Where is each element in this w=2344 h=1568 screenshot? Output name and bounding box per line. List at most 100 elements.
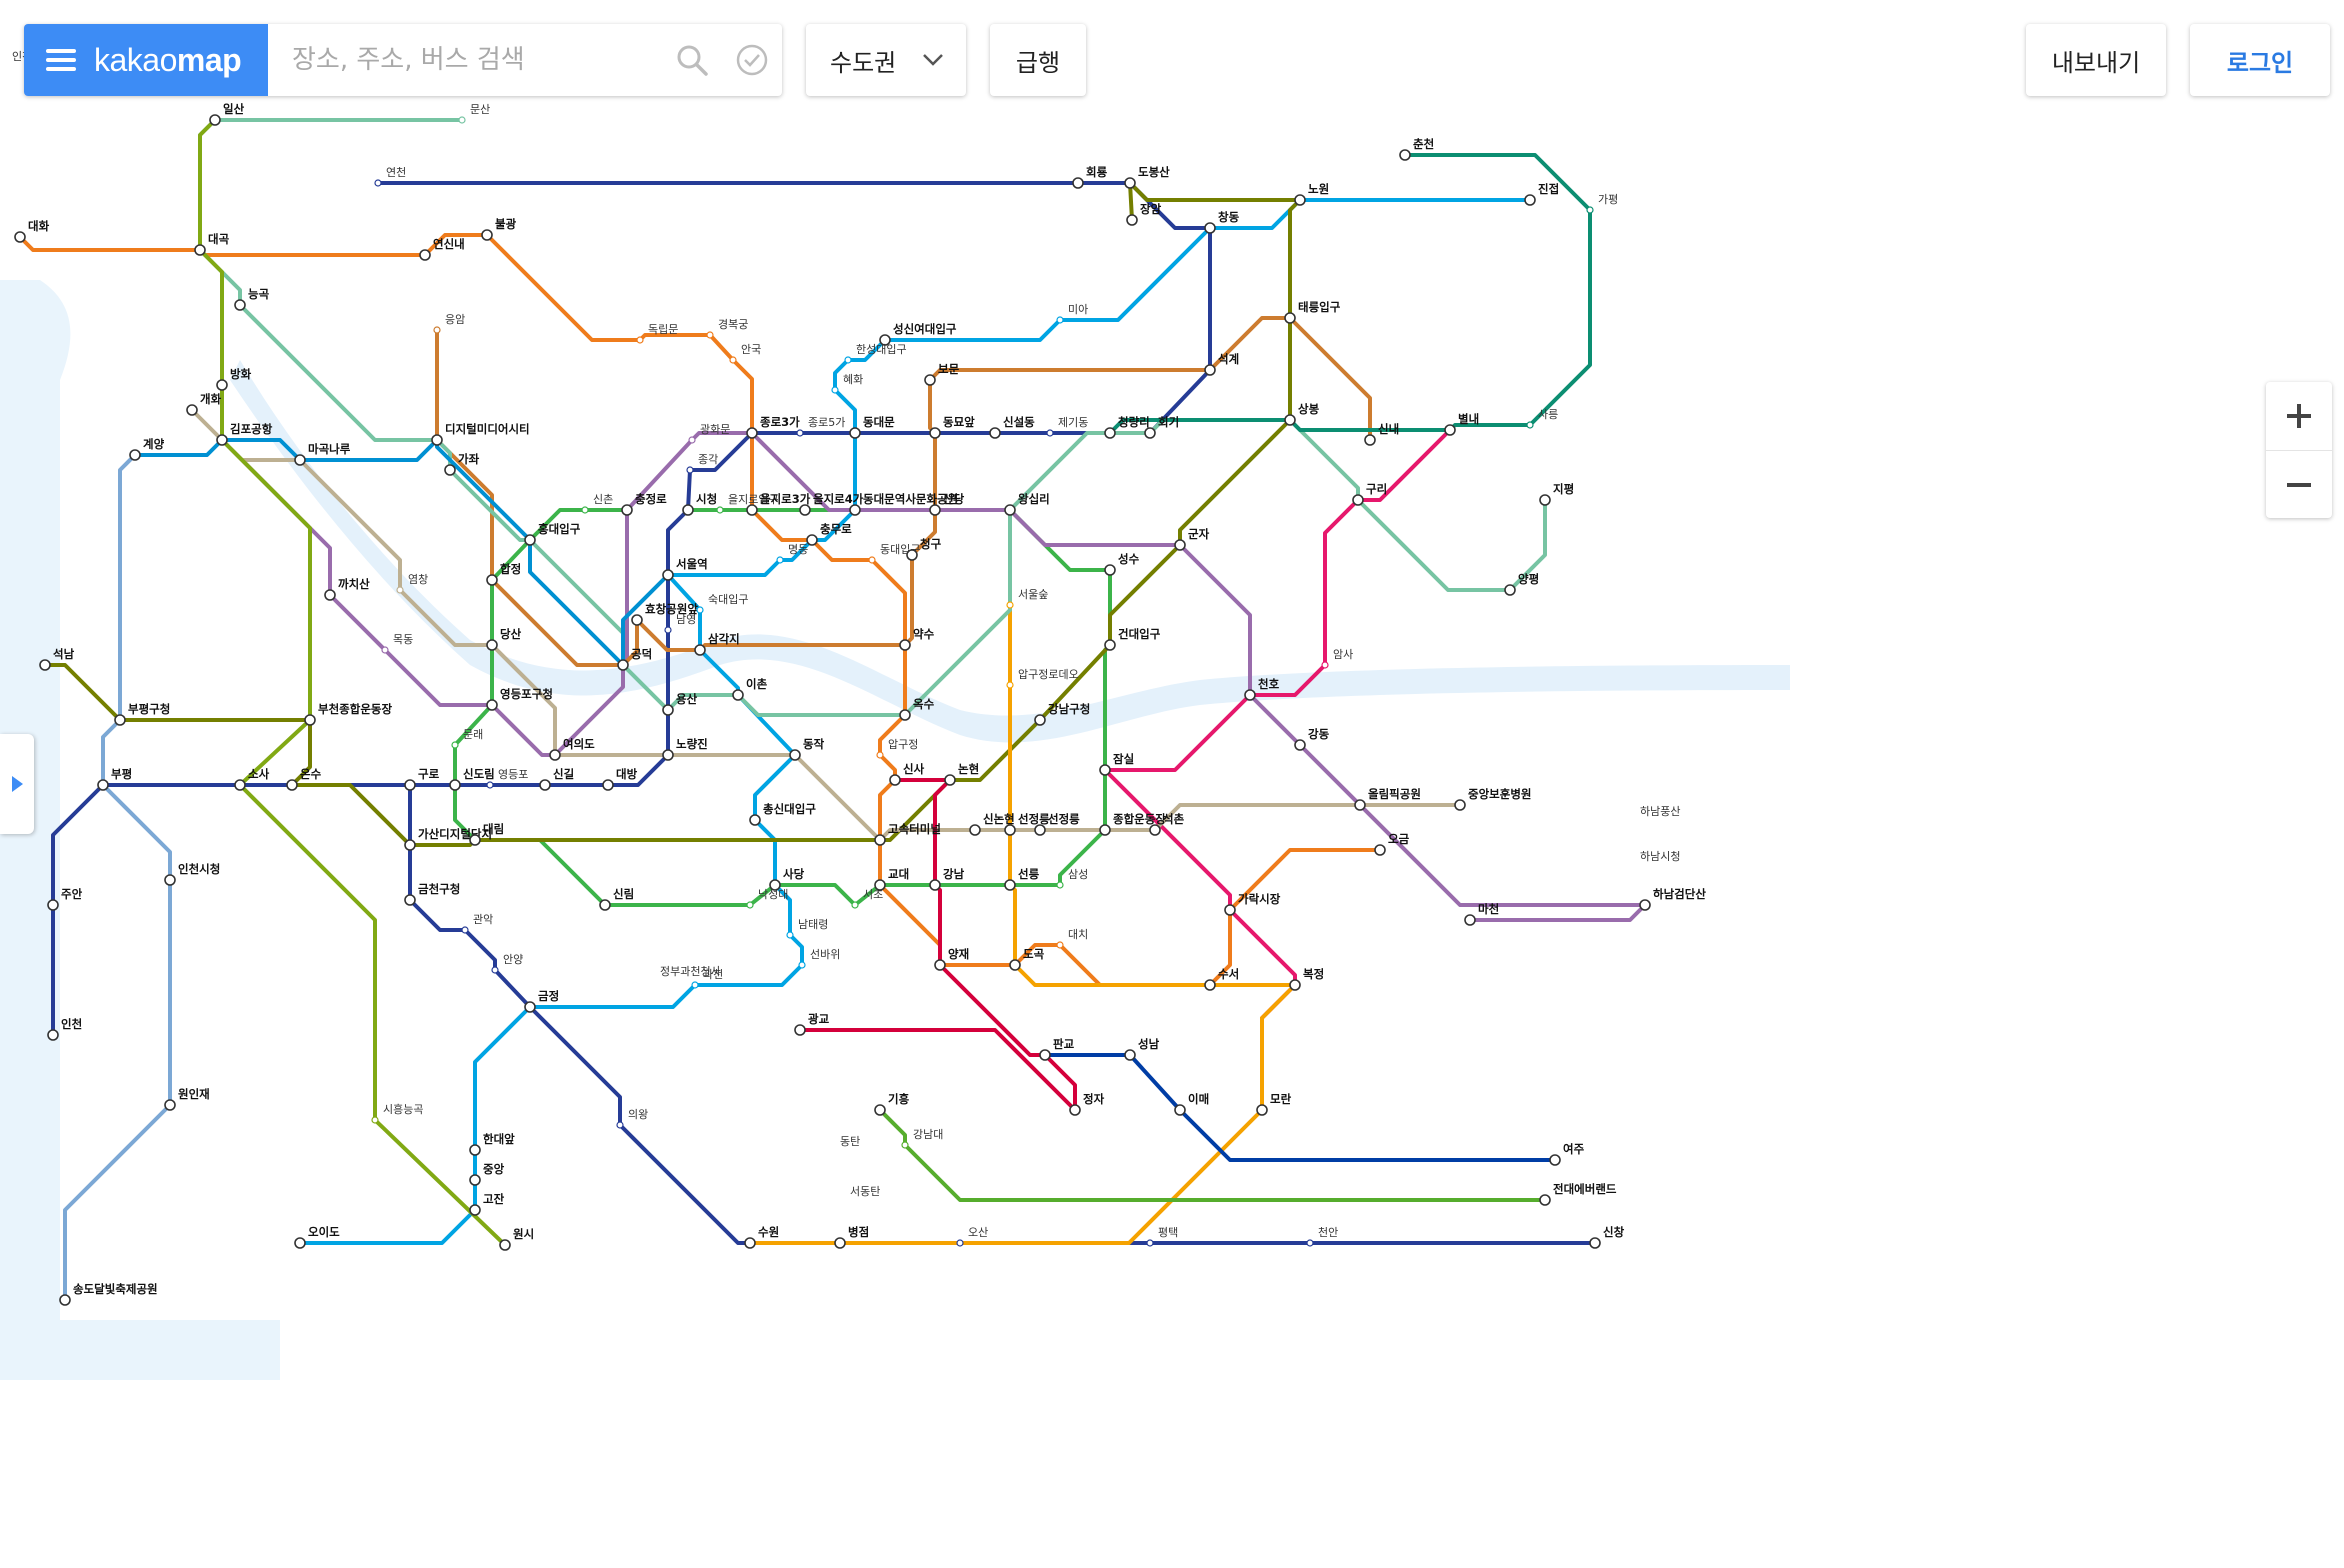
- station-경복궁[interactable]: 경복궁: [706, 318, 748, 339]
- station-marker[interactable]: [39, 659, 51, 671]
- station-label[interactable]: 시흥능곡: [383, 1102, 423, 1116]
- station-marker[interactable]: [989, 427, 1001, 439]
- station-label[interactable]: 창동: [1218, 210, 1240, 224]
- station-건대입구[interactable]: 건대입구: [1104, 627, 1161, 651]
- station-marker[interactable]: [868, 556, 876, 564]
- station-label[interactable]: 홍대입구: [538, 522, 581, 536]
- station-marker[interactable]: [234, 299, 246, 311]
- station-marker[interactable]: [1539, 494, 1551, 506]
- station-label[interactable]: 군자: [1188, 527, 1210, 541]
- station-label[interactable]: 삼각지: [708, 632, 740, 646]
- station-label[interactable]: 송도달빛축제공원: [73, 1282, 158, 1296]
- station-marker[interactable]: [216, 379, 228, 391]
- station-marker[interactable]: [294, 1237, 306, 1249]
- station-label[interactable]: 신설동: [1003, 415, 1035, 429]
- station-label[interactable]: 성수: [1118, 552, 1140, 566]
- station-까치산[interactable]: 까치산: [324, 577, 370, 601]
- station-홍대입구[interactable]: 홍대입구: [524, 522, 581, 546]
- station-올림픽공원[interactable]: 올림픽공원: [1354, 787, 1421, 811]
- station-marker[interactable]: [1149, 824, 1161, 836]
- station-label[interactable]: 수서: [1218, 967, 1239, 981]
- station-시청[interactable]: 시청: [682, 492, 717, 516]
- station-marker[interactable]: [889, 774, 901, 786]
- station-label[interactable]: 선바위: [810, 948, 840, 961]
- station-marker[interactable]: [524, 1001, 536, 1013]
- station-이매[interactable]: 이매: [1174, 1092, 1209, 1116]
- station-marker[interactable]: [381, 646, 389, 654]
- station-상봉[interactable]: 상봉: [1284, 402, 1320, 426]
- station-강남[interactable]: 강남: [929, 867, 965, 891]
- station-marker[interactable]: [1126, 214, 1138, 226]
- station-원인재[interactable]: 원인재: [164, 1087, 210, 1111]
- station-을지로4가[interactable]: 을지로4가: [799, 492, 864, 516]
- station-label[interactable]: 신창: [1603, 1225, 1625, 1239]
- station-label[interactable]: 마천: [1478, 902, 1499, 916]
- station-marker[interactable]: [451, 741, 459, 749]
- station-label[interactable]: 용산: [676, 692, 698, 706]
- station-label[interactable]: 인천시청: [178, 862, 220, 876]
- station-label[interactable]: 과천: [703, 967, 723, 981]
- station-회룡[interactable]: 회룡: [1072, 165, 1108, 189]
- station-남태령[interactable]: 남태령: [786, 918, 828, 939]
- station-별내[interactable]: 별내: [1444, 412, 1479, 436]
- station-능곡[interactable]: 능곡: [234, 287, 270, 311]
- station-label[interactable]: 안국: [741, 343, 761, 356]
- station-marker[interactable]: [374, 179, 382, 187]
- station-동작[interactable]: 동작: [789, 737, 825, 761]
- station-marker[interactable]: [1056, 941, 1064, 949]
- station-수원[interactable]: 수원: [744, 1225, 779, 1249]
- station-군자[interactable]: 군자: [1174, 527, 1210, 551]
- search-input[interactable]: [268, 24, 662, 96]
- station-label[interactable]: 이매: [1188, 1092, 1209, 1106]
- station-동대문역사문화공원[interactable]: 동대문역사문화공원: [849, 492, 958, 516]
- station-부천종합운동장[interactable]: 부천종합운동장: [304, 702, 392, 726]
- kakaomap-logo[interactable]: kakaomap: [94, 42, 242, 79]
- station-marker[interactable]: [844, 356, 852, 364]
- station-label[interactable]: 사릉: [1538, 408, 1558, 421]
- station-독립문[interactable]: 독립문: [636, 323, 678, 344]
- station-일산[interactable]: 일산: [209, 102, 245, 126]
- station-오산[interactable]: 오산: [956, 1226, 988, 1247]
- station-marker[interactable]: [1294, 194, 1306, 206]
- station-여의도[interactable]: 여의도: [549, 737, 595, 761]
- station-구로[interactable]: 구로: [404, 767, 440, 791]
- station-label[interactable]: 전대에버랜드: [1553, 1182, 1617, 1196]
- station-신설동[interactable]: 신설동: [989, 415, 1035, 439]
- station-marker[interactable]: [924, 374, 936, 386]
- station-성신여대입구[interactable]: 성신여대입구: [879, 322, 957, 346]
- station-marker[interactable]: [294, 454, 306, 466]
- station-marker[interactable]: [899, 709, 911, 721]
- station-오금[interactable]: 오금: [1374, 832, 1410, 856]
- station-marker[interactable]: [1124, 1049, 1136, 1061]
- station-label[interactable]: 김포공항: [230, 422, 273, 436]
- station-동대문[interactable]: 동대문: [849, 415, 895, 439]
- station-label[interactable]: 정자: [1083, 1092, 1105, 1106]
- station-marker[interactable]: [404, 779, 416, 791]
- station-이촌[interactable]: 이촌: [732, 677, 768, 701]
- station-label[interactable]: 관악: [473, 913, 493, 926]
- station-성수[interactable]: 성수: [1104, 552, 1140, 576]
- station-신림[interactable]: 신림: [599, 887, 634, 911]
- station-지평[interactable]: 지평: [1539, 482, 1574, 506]
- station-label[interactable]: 선정릉: [1018, 812, 1050, 826]
- station-marker[interactable]: [1146, 1239, 1154, 1247]
- station-정자[interactable]: 정자: [1069, 1092, 1105, 1116]
- station-label[interactable]: 당산: [500, 627, 522, 641]
- station-을지로3가[interactable]: 을지로3가: [746, 492, 811, 516]
- station-label[interactable]: 왕십리: [1018, 492, 1050, 506]
- station-김포공항[interactable]: 김포공항: [216, 422, 273, 446]
- station-marker[interactable]: [746, 504, 758, 516]
- station-압구정[interactable]: 압구정: [876, 738, 918, 759]
- station-marker[interactable]: [749, 814, 761, 826]
- station-marker[interactable]: [1174, 1104, 1186, 1116]
- station-marker[interactable]: [621, 504, 633, 516]
- station-marker[interactable]: [486, 639, 498, 651]
- station-장암[interactable]: 장암: [1126, 202, 1162, 226]
- station-label[interactable]: 한대앞: [483, 1132, 515, 1146]
- station-marker[interactable]: [1464, 914, 1476, 926]
- station-marker[interactable]: [662, 749, 674, 761]
- station-label[interactable]: 석촌: [1163, 812, 1185, 826]
- station-marker[interactable]: [539, 779, 551, 791]
- station-label[interactable]: 신당: [943, 492, 965, 506]
